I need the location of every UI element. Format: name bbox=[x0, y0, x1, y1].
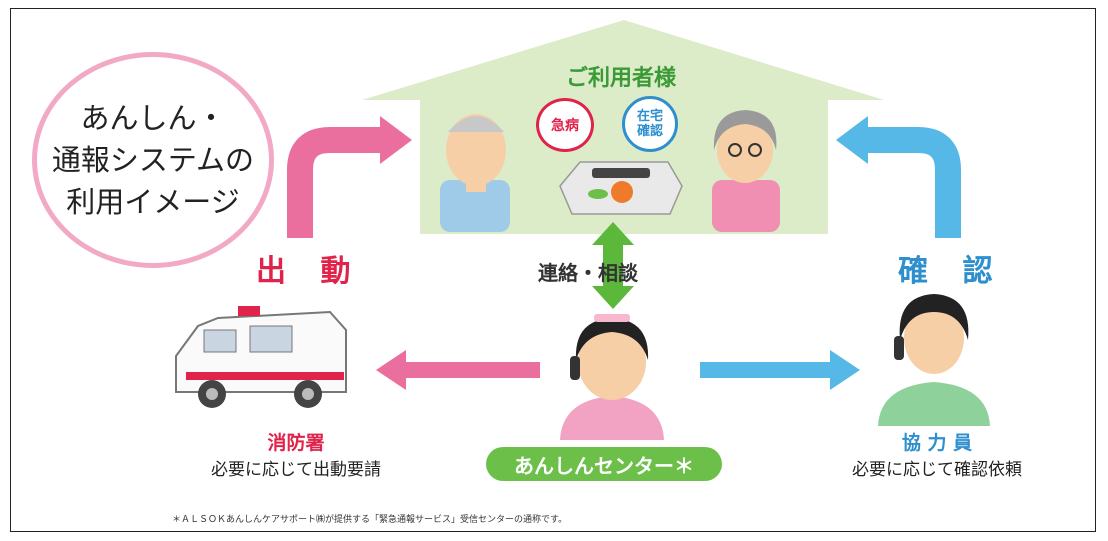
helper-name: 協 力 員 bbox=[901, 432, 973, 454]
dispatch-label: 出 動 bbox=[256, 254, 363, 289]
green-double-arrow bbox=[592, 222, 634, 309]
emergency-badge-label: 急病 bbox=[551, 118, 579, 134]
home-check-badge-line-2: 確認 bbox=[636, 124, 663, 139]
title-badge: あんしん・ 通報システムの 利用イメージ bbox=[32, 52, 274, 268]
fire-station-name: 消防署 bbox=[267, 432, 325, 454]
pink-up-arrow bbox=[287, 116, 412, 238]
title-line-2: 通報システムの bbox=[51, 143, 255, 177]
helper-desc: 必要に応じて確認依頼 bbox=[852, 460, 1022, 480]
home-check-badge-line-1: 在宅 bbox=[636, 109, 663, 124]
elderly-woman-illustration bbox=[712, 110, 780, 232]
emergency-badge: 急病 bbox=[536, 98, 594, 152]
blue-up-arrow bbox=[836, 116, 961, 238]
home-check-badge: 在宅 確認 bbox=[622, 96, 678, 152]
title-line-1: あんしん・ bbox=[80, 101, 226, 135]
contact-consult-label: 連絡・相談 bbox=[538, 261, 638, 285]
footnote: ＊ＡＬＳＯＫあんしんケアサポート㈱が提供する「緊急通報サービス」受信センターの通… bbox=[172, 515, 568, 525]
helper-illustration bbox=[878, 294, 990, 426]
ambulance-illustration bbox=[175, 306, 347, 408]
blue-right-arrow bbox=[700, 350, 860, 390]
alarm-device-illustration bbox=[559, 161, 683, 215]
helper-block: 協 力 員 必要に応じて確認依頼 bbox=[812, 428, 1062, 480]
anshin-center-label: あんしんセンター＊ bbox=[486, 447, 722, 481]
house-label: ご利用者様 bbox=[566, 66, 677, 91]
fire-station-desc: 必要に応じて出動要請 bbox=[211, 460, 381, 480]
elderly-man-illustration bbox=[440, 114, 510, 232]
fire-station-block: 消防署 必要に応じて出動要請 bbox=[186, 428, 406, 480]
operator-illustration bbox=[560, 314, 664, 440]
confirm-label: 確 認 bbox=[898, 254, 1005, 289]
pink-left-arrow bbox=[376, 350, 540, 390]
title-line-3: 利用イメージ bbox=[66, 185, 240, 219]
